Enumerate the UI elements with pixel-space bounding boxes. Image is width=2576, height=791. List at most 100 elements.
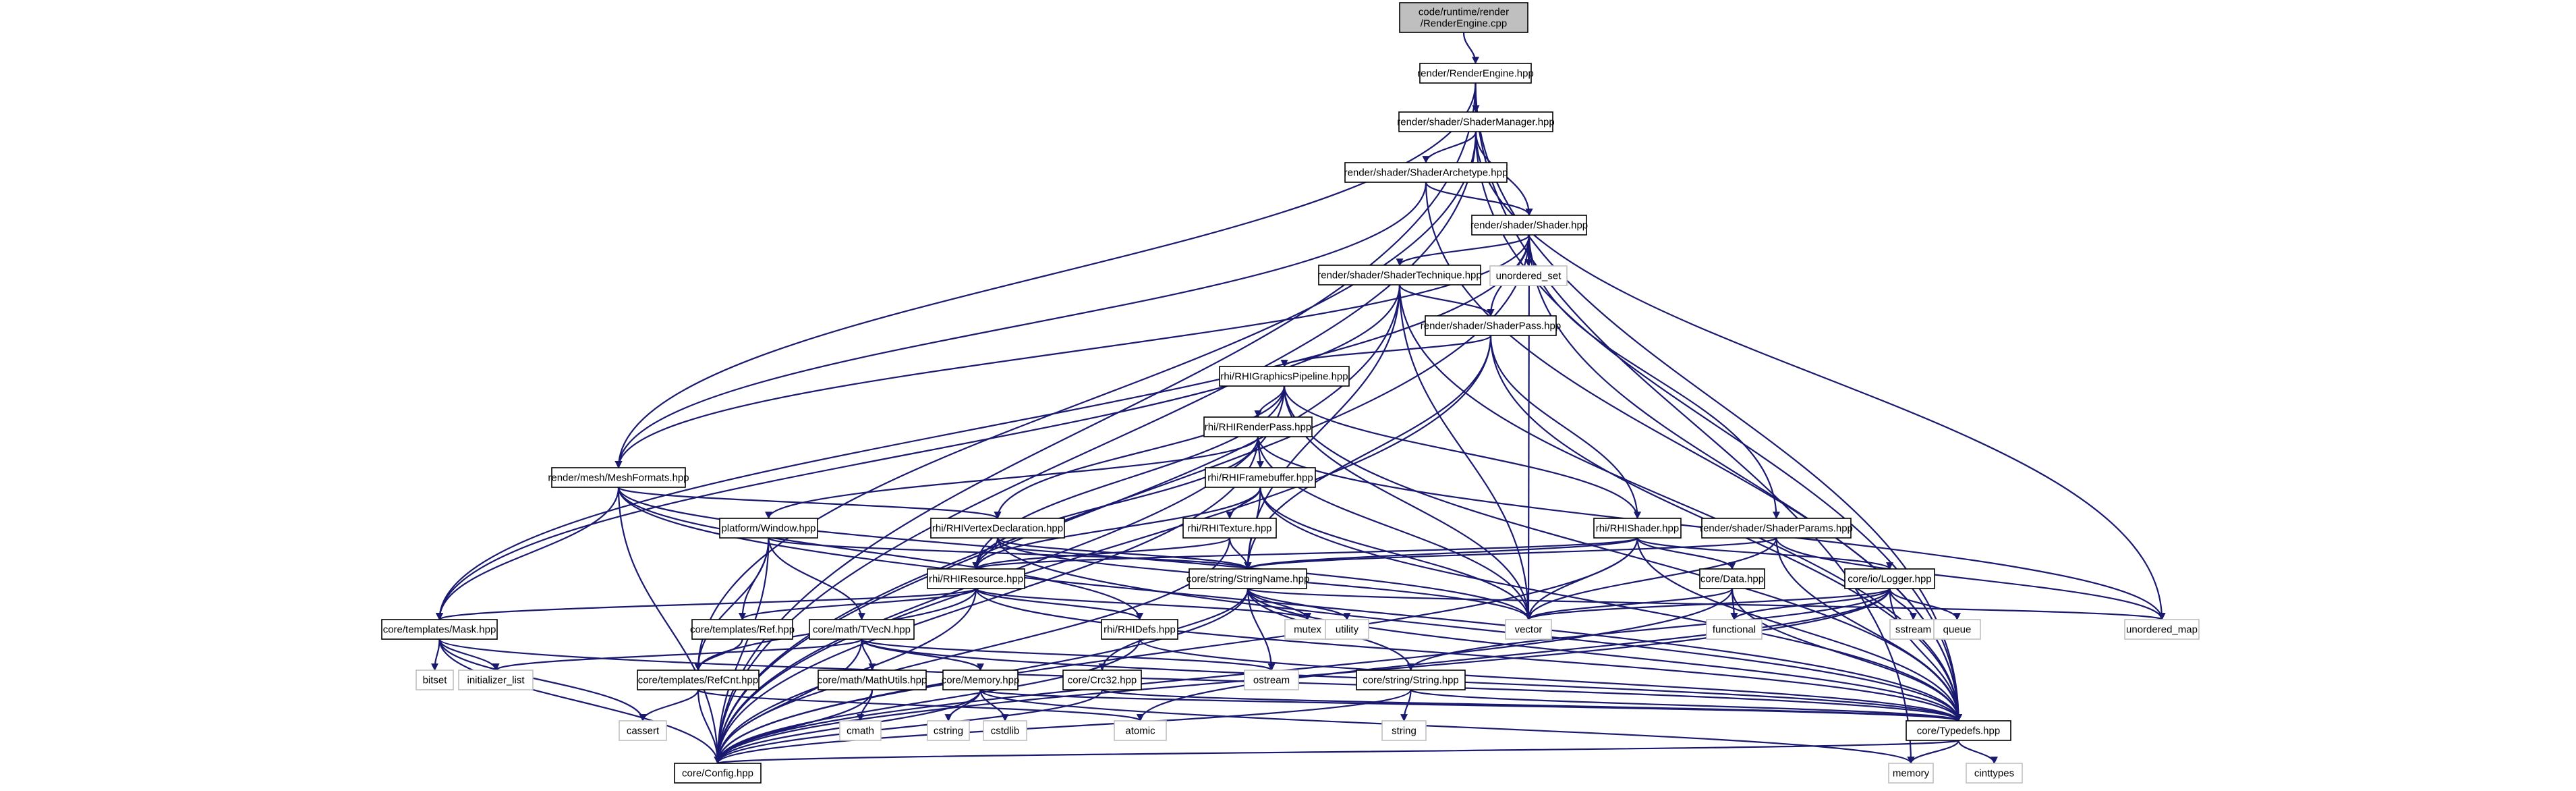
node-label-mathutils: core/math/MathUtils.hpp	[818, 675, 927, 686]
node-cassert: cassert	[619, 720, 667, 741]
node-box-refcnt	[637, 670, 760, 690]
node-label-refcnt: core/templates/RefCnt.hpp	[638, 675, 758, 686]
node-gfxpipeline[interactable]: rhi/RHIGraphicsPipeline.hpp	[1219, 366, 1350, 387]
node-label-string: string	[1392, 726, 1416, 737]
node-label-vertexdecl: rhi/RHIVertexDeclaration.hpp	[932, 523, 1063, 535]
node-label-config: core/Config.hpp	[682, 768, 753, 780]
include-edge-technique-to-mask	[436, 284, 1401, 621]
node-box-shadermanager	[1398, 111, 1553, 132]
node-stringname[interactable]: core/string/StringName.hpp	[1186, 568, 1310, 589]
node-label-rhidefs: rhi/RHIDefs.hpp	[1104, 624, 1176, 636]
include-edge-framebuffer-to-rhitexture	[1226, 487, 1261, 520]
node-shaderparams[interactable]: render/shader/ShaderParams.hpp	[1700, 518, 1853, 539]
include-edge-vertexdecl-to-typedefs	[996, 537, 1962, 722]
node-string: string	[1381, 720, 1427, 741]
node-cinttypes: cinttypes	[1966, 763, 2023, 784]
include-edge-meshformats-to-vector	[617, 487, 1533, 621]
node-root[interactable]: code/runtime/render/RenderEngine.cpp	[1399, 2, 1528, 33]
node-pass[interactable]: render/shader/ShaderPass.hpp	[1421, 315, 1561, 336]
include-edge-window-to-stringname	[768, 537, 1252, 570]
node-box-mask	[381, 619, 498, 640]
include-edge-refcnt-to-atomic	[697, 688, 1144, 722]
node-unordered_set: unordered_set	[1489, 265, 1568, 286]
node-box-vector	[1505, 619, 1552, 640]
include-edge-shader-to-vector	[1524, 234, 1533, 621]
include-edge-shader-to-mask	[436, 234, 1530, 621]
node-rhidefs[interactable]: rhi/RHIDefs.hpp	[1101, 619, 1178, 640]
file-nodes: code/runtime/render/RenderEngine.cpp rend…	[381, 2, 2200, 784]
node-queue: queue	[1933, 619, 1981, 640]
include-edge-stringname-to-ostream	[1247, 588, 1276, 672]
node-tvecn[interactable]: core/math/TVecN.hpp	[809, 619, 915, 640]
node-rhitexture[interactable]: rhi/RHITexture.hpp	[1182, 518, 1277, 539]
node-window[interactable]: platform/Window.hpp	[719, 518, 818, 539]
node-box-cassert	[619, 720, 667, 741]
node-renderengine[interactable]: render/RenderEngine.hpp	[1417, 63, 1534, 84]
node-data[interactable]: core/Data.hpp	[1699, 568, 1765, 589]
include-edge-technique-to-pass	[1398, 284, 1495, 317]
include-edge-window-to-ref	[739, 537, 770, 621]
node-vertexdecl[interactable]: rhi/RHIVertexDeclaration.hpp	[930, 518, 1065, 539]
node-logger[interactable]: core/io/Logger.hpp	[1844, 568, 1935, 589]
include-edge-ref-to-refcnt	[694, 638, 743, 672]
node-rhishader[interactable]: rhi/RHIShader.hpp	[1593, 518, 1682, 539]
node-box-string	[1381, 720, 1427, 741]
node-label-queue: queue	[1943, 624, 1972, 636]
node-label-pass: render/shader/ShaderPass.hpp	[1421, 321, 1561, 332]
include-edge-tvecn-to-ostream	[861, 638, 1276, 672]
include-edge-shaderparams-to-vector	[1524, 537, 1777, 621]
node-shadermanager[interactable]: render/shader/ShaderManager.hpp	[1397, 111, 1555, 132]
node-label-string_hpp: core/string/String.hpp	[1363, 675, 1459, 686]
node-box-cstdlib	[983, 720, 1027, 741]
include-edge-tvecn-to-config	[714, 638, 863, 765]
node-renderpass[interactable]: rhi/RHIRenderPass.hpp	[1203, 416, 1313, 437]
node-box-utility	[1325, 619, 1369, 640]
node-meshformats[interactable]: render/mesh/MeshFormats.hpp	[548, 467, 689, 488]
node-config[interactable]: core/Config.hpp	[674, 763, 762, 784]
node-box-archetype	[1344, 162, 1508, 183]
node-label-mutex: mutex	[1294, 624, 1321, 636]
node-refcnt[interactable]: core/templates/RefCnt.hpp	[637, 670, 760, 690]
node-archetype[interactable]: render/shader/ShaderArchetype.hpp	[1344, 162, 1508, 183]
include-edge-pass-to-rhishader	[1489, 335, 1641, 520]
node-mathutils[interactable]: core/math/MathUtils.hpp	[818, 670, 927, 690]
node-mask[interactable]: core/templates/Mask.hpp	[381, 619, 498, 640]
node-box-functional	[1706, 619, 1763, 640]
node-box-tvecn	[809, 619, 915, 640]
node-string_hpp[interactable]: core/string/String.hpp	[1356, 670, 1466, 690]
node-coremem[interactable]: core/Memory.hpp	[942, 670, 1020, 690]
node-rhiresource[interactable]: rhi/RHIResource.hpp	[927, 568, 1025, 589]
node-box-vertexdecl	[930, 518, 1065, 539]
node-mutex: mutex	[1284, 619, 1331, 640]
node-bitset: bitset	[416, 670, 454, 690]
include-edge-rhidefs-to-config	[714, 638, 1141, 765]
node-cmath: cmath	[839, 720, 882, 741]
node-label-unordered_set: unordered_set	[1496, 271, 1562, 282]
include-edge-meshformats-to-typedefs	[617, 487, 1962, 722]
include-edge-window-to-config	[714, 537, 770, 765]
node-label-typedefs: core/Typedefs.hpp	[1917, 726, 2000, 737]
include-edge-renderengine-to-meshformats	[614, 82, 1477, 469]
include-edge-rhishader-to-typedefs	[1636, 537, 1962, 722]
node-crc32[interactable]: core/Crc32.hpp	[1062, 670, 1142, 690]
node-box-cstring	[927, 720, 970, 741]
node-label-vector: vector	[1515, 624, 1543, 636]
node-framebuffer[interactable]: rhi/RHIFramebuffer.hpp	[1205, 467, 1316, 488]
node-label-bitset: bitset	[423, 675, 448, 686]
node-label-technique: render/shader/ShaderTechnique.hpp	[1317, 270, 1482, 281]
node-box-stringname	[1189, 568, 1307, 589]
node-box-rhishader	[1593, 518, 1682, 539]
include-edge-crc32-to-typedefs	[1101, 688, 1962, 722]
node-box-bitset	[416, 670, 454, 690]
node-box-gfxpipeline	[1219, 366, 1350, 387]
include-edge-meshformats-to-rhidefs	[617, 487, 1143, 621]
include-edge-pass-to-gfxpipeline	[1280, 334, 1492, 368]
node-technique[interactable]: render/shader/ShaderTechnique.hpp	[1317, 265, 1482, 285]
include-edge-rhiresource-to-ref	[739, 587, 977, 621]
include-edge-window-to-tvecn	[768, 537, 865, 621]
include-edge-meshformats-to-mask	[436, 487, 620, 621]
node-shader[interactable]: render/shader/Shader.hpp	[1470, 215, 1588, 236]
include-edge-meshformats-to-config	[617, 487, 722, 765]
node-ref[interactable]: core/templates/Ref.hpp	[690, 619, 795, 640]
node-typedefs[interactable]: core/Typedefs.hpp	[1906, 720, 2011, 741]
